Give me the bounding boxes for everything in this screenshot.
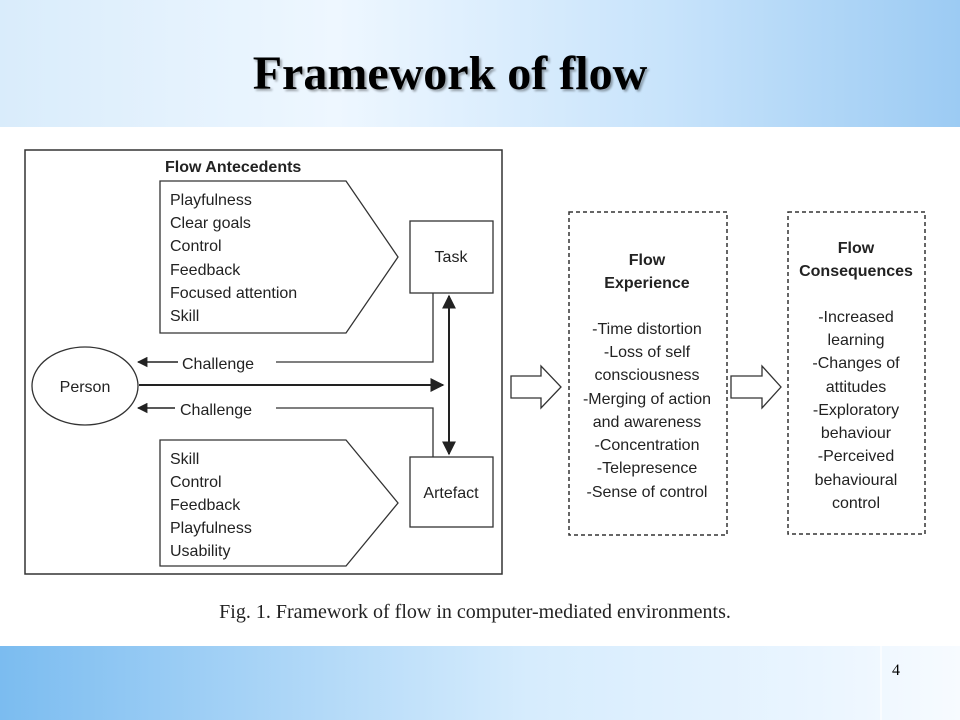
experience-heading-line: Flow	[629, 252, 666, 269]
consequence-item: behavioural	[815, 472, 898, 489]
flow-consequences-list: -Increased learning -Changes of attitude…	[812, 309, 900, 512]
experience-item: -Sense of control	[587, 484, 708, 501]
challenge-bottom-label: Challenge	[180, 402, 252, 419]
artefact-box	[409, 456, 494, 528]
top-antecedents-list: Playfulness Clear goals Control Feedback…	[170, 192, 297, 325]
bottom-antecedent: Feedback	[170, 497, 241, 514]
flow-experience-heading: Flow Experience	[604, 252, 689, 292]
flow-experience-list: -Time distortion -Loss of self conscious…	[583, 321, 711, 501]
block-arrow-to-consequences	[730, 364, 782, 410]
experience-item: and awareness	[593, 414, 702, 431]
top-antecedent: Focused attention	[170, 285, 297, 302]
person-node	[31, 346, 139, 426]
flow-consequences-heading: Flow Consequences	[799, 240, 913, 280]
experience-item: consciousness	[595, 367, 700, 384]
page-number: 4	[892, 662, 900, 679]
consequence-item: behaviour	[821, 425, 892, 442]
bottom-antecedent: Playfulness	[170, 520, 252, 537]
experience-item: -Merging of action	[583, 391, 711, 408]
top-antecedent: Clear goals	[170, 215, 251, 232]
figure-caption: Fig. 1. Framework of flow in computer-me…	[0, 601, 960, 624]
artefact-label: Artefact	[423, 485, 479, 502]
person-label: Person	[60, 379, 111, 396]
challenge-bottom-connector	[276, 407, 434, 457]
figure-caption-text: Fig. 1. Framework of flow in computer-me…	[219, 601, 731, 623]
top-antecedent: Feedback	[170, 262, 241, 279]
consequences-heading-line: Consequences	[799, 263, 913, 280]
consequence-item: -Exploratory	[813, 402, 899, 419]
bottom-antecedent: Control	[170, 474, 222, 491]
experience-item: -Loss of self	[604, 344, 691, 361]
bottom-antecedents-arrow	[159, 439, 399, 567]
consequence-item: -Perceived	[818, 448, 894, 465]
antecedents-heading: Flow Antecedents	[165, 159, 301, 176]
consequence-item: learning	[828, 332, 885, 349]
bottom-antecedents-list: Skill Control Feedback Playfulness Usabi…	[170, 451, 252, 560]
experience-heading-line: Experience	[604, 275, 689, 292]
top-antecedent: Control	[170, 238, 222, 255]
top-antecedent: Playfulness	[170, 192, 252, 209]
consequence-item: -Increased	[818, 309, 894, 326]
bottom-antecedent: Skill	[170, 451, 199, 468]
experience-item: -Time distortion	[592, 321, 702, 338]
task-label: Task	[435, 249, 469, 266]
experience-item: -Concentration	[595, 437, 700, 454]
bottom-antecedent: Usability	[170, 543, 230, 560]
header-band	[0, 0, 960, 127]
consequence-item: -Changes of	[812, 355, 900, 372]
footer-divider	[880, 646, 882, 720]
footer-band	[0, 646, 960, 720]
challenge-top-connector	[276, 293, 434, 363]
top-antecedents-arrow	[159, 180, 399, 334]
flow-consequences-box	[787, 211, 926, 535]
consequence-item: control	[832, 495, 880, 512]
experience-item: -Telepresence	[597, 460, 698, 477]
consequences-heading-line: Flow	[838, 240, 875, 257]
flow-experience-box	[568, 211, 728, 536]
top-antecedent: Skill	[170, 308, 199, 325]
block-arrow-to-experience	[510, 364, 562, 410]
slide-title: Framework of flow	[252, 47, 648, 100]
task-box	[409, 220, 494, 294]
challenge-top-label: Challenge	[182, 356, 254, 373]
consequence-item: attitudes	[826, 379, 886, 396]
